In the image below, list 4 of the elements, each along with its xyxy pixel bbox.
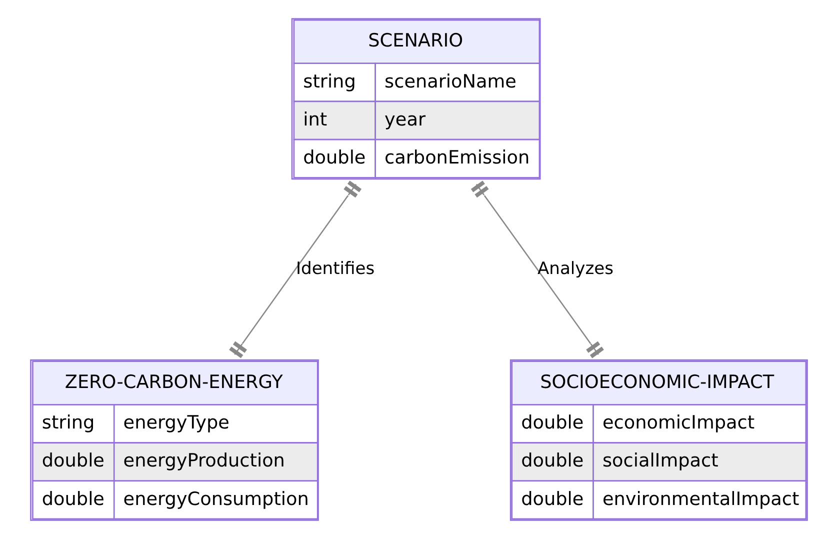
edge-label: Analyzes [538,258,614,279]
edge-label: Identifies [296,258,375,279]
connector [229,180,362,358]
connector [470,180,604,358]
